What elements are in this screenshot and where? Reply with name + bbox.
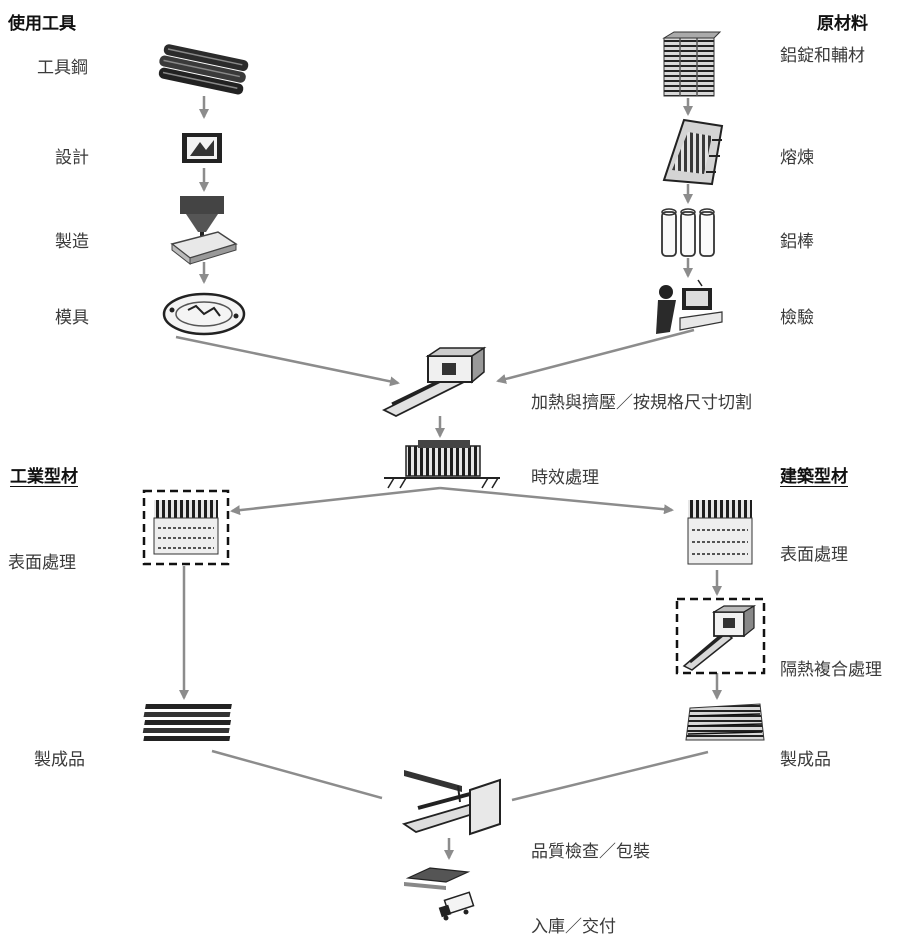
line-ind-product-to-inspection — [211, 749, 383, 800]
label-manufacture: 製造 — [55, 232, 89, 252]
arrow-die-to-extrusion — [175, 335, 400, 387]
label-inspection: 檢驗 — [780, 308, 814, 328]
label-quality-inspection-packaging: 品質檢查／包裝 — [531, 842, 650, 862]
architectural-finished-product-icon — [685, 703, 765, 741]
label-aluminum-ingot: 鋁錠和輔材 — [780, 46, 865, 66]
header-raw-materials: 原材料 — [817, 14, 868, 34]
thermal-insulation-composite-icon — [682, 604, 757, 671]
die-mold-icon — [162, 292, 246, 336]
aluminum-billet-icon — [661, 208, 715, 257]
industrial-finished-product-icon — [142, 704, 232, 741]
arrow-aging-to-architectural — [439, 486, 674, 515]
arrow-aging-to-industrial — [230, 486, 441, 516]
tool-steel-icon — [158, 44, 249, 95]
melting-furnace-icon — [662, 118, 724, 186]
label-architectural-surface-treatment: 表面處理 — [780, 545, 848, 565]
aging-furnace-icon — [384, 440, 500, 489]
label-aluminum-billet: 鋁棒 — [780, 232, 814, 252]
label-die: 模具 — [55, 308, 89, 328]
label-thermal-insulation-composite: 隔熱複合處理 — [780, 660, 882, 680]
warehouse-delivery-icon — [404, 867, 475, 921]
dashed-box-thermal-treatment — [675, 597, 766, 675]
extrusion-press-icon — [381, 346, 487, 418]
label-tool-steel: 工具鋼 — [37, 58, 88, 78]
aluminum-ingot-stack-icon — [662, 31, 722, 97]
header-architectural-profiles: 建築型材 — [780, 467, 848, 487]
line-arch-product-to-inspection — [511, 750, 709, 802]
design-computer-icon — [182, 133, 222, 163]
label-heating-extrusion-cutting: 加熱與擠壓／按規格尺寸切割 — [531, 393, 752, 413]
dashed-box-industrial-surface — [142, 489, 230, 566]
arrow-inspection-to-extrusion — [496, 328, 695, 384]
label-industrial-finished-product: 製成品 — [34, 750, 85, 770]
inspection-worker-computer-icon — [656, 279, 723, 334]
label-design: 設計 — [55, 148, 89, 168]
header-industrial-profiles: 工業型材 — [10, 467, 78, 487]
industrial-surface-treatment-icon — [153, 500, 219, 555]
architectural-surface-treatment-icon — [687, 500, 753, 565]
quality-inspection-packaging-icon — [401, 770, 501, 836]
label-architectural-finished-product: 製成品 — [780, 750, 831, 770]
label-industrial-surface-treatment: 表面處理 — [8, 553, 76, 573]
manufacture-machine-icon — [170, 196, 238, 266]
label-aging-treatment: 時效處理 — [531, 468, 599, 488]
label-melting: 熔煉 — [780, 148, 814, 168]
flow-arrows — [175, 96, 722, 860]
header-tools: 使用工具 — [8, 14, 76, 34]
label-warehouse-delivery: 入庫／交付 — [531, 917, 616, 937]
